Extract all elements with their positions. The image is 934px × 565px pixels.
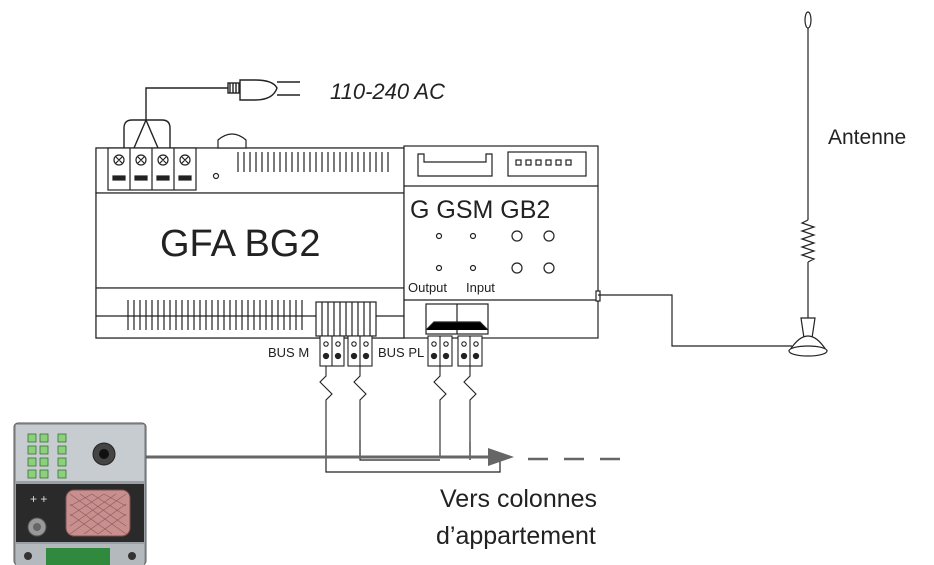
antenna-icon <box>598 11 828 357</box>
door-entry-panel-icon: + + <box>13 422 147 565</box>
panel-cable <box>146 448 620 466</box>
output-label: Output <box>408 280 447 295</box>
antenna-label: Antenne <box>828 126 906 149</box>
bus-connectors <box>319 335 483 456</box>
power-label: 110-240 AC <box>330 79 445 104</box>
gsm-module-title: G GSM GB2 <box>410 196 550 224</box>
gfa-bg2-title: GFA BG2 <box>160 223 321 265</box>
bus-pl-label: BUS PL <box>378 345 424 360</box>
gsm-module-device <box>403 145 601 339</box>
svg-text:+ +: + + <box>30 492 47 506</box>
input-label: Input <box>466 280 495 295</box>
destination-line1: Vers colonnes <box>440 485 597 513</box>
destination-line2: d’appartement <box>436 522 596 550</box>
gfa-bg2-device <box>95 133 405 339</box>
bus-m-label: BUS M <box>268 345 309 360</box>
power-plug-icon <box>123 79 300 149</box>
